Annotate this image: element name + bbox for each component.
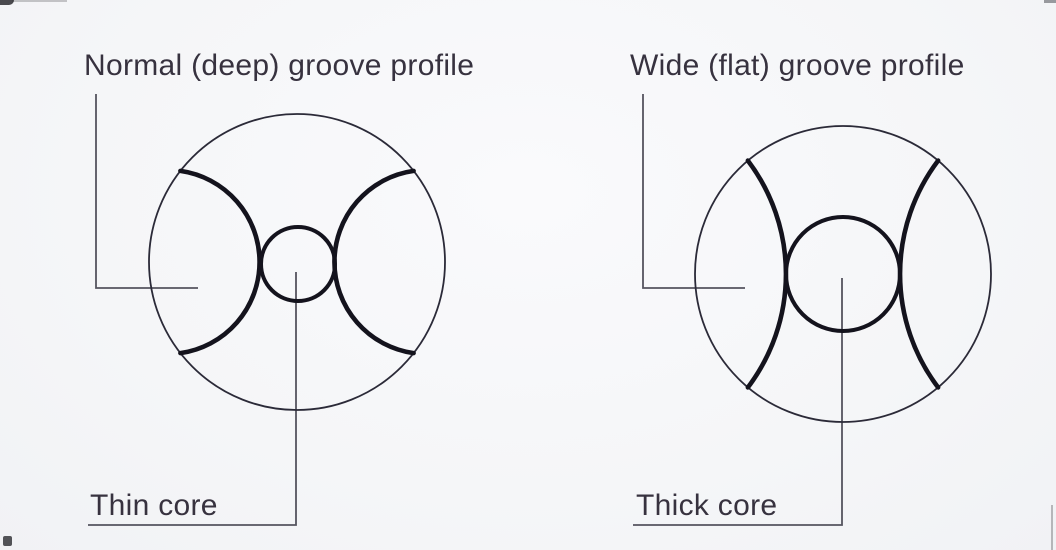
corner-artifact-bottom-left — [3, 536, 12, 546]
right-groove-arc-east — [897, 158, 941, 390]
right-core-leader-line — [633, 278, 843, 526]
right-thick-core-circle — [784, 215, 902, 333]
corner-artifact-top-left — [0, 0, 14, 5]
left-outer-circle — [148, 113, 446, 411]
left-thin-core-circle — [259, 225, 337, 303]
corner-artifact-top-left-streak — [12, 0, 67, 2]
right-figure-group — [633, 94, 992, 526]
right-figure-title: Wide (flat) groove profile — [630, 49, 965, 82]
right-title-leader-line — [642, 94, 745, 289]
left-title-leader-line — [95, 94, 198, 289]
thin-core-label: Thin core — [90, 489, 218, 522]
left-core-leader-line — [88, 272, 297, 526]
left-groove-arc-east — [332, 168, 416, 356]
right-groove-arc-west — [745, 158, 789, 390]
left-figure-group — [88, 94, 446, 526]
left-figure-title: Normal (deep) groove profile — [84, 49, 475, 82]
left-groove-arc-west — [178, 168, 262, 356]
right-outer-circle — [694, 125, 992, 423]
thick-core-label: Thick core — [636, 489, 778, 522]
corner-artifact-bottom-right — [1051, 505, 1053, 550]
corner-artifact-top-right — [1044, 0, 1056, 3]
